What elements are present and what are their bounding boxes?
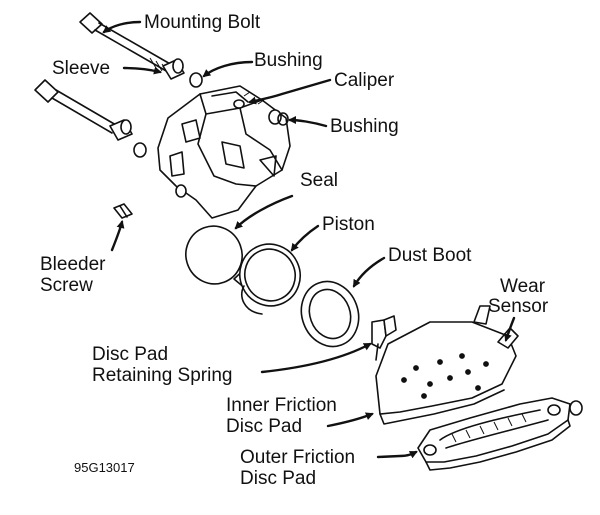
label-bushing-right: Bushing [330, 116, 399, 137]
arrow-mounting-bolt [102, 20, 142, 34]
label-wear-line2: Sensor [488, 296, 549, 317]
arrow-retaining-spring [260, 342, 372, 374]
label-wear-line1: Wear [500, 276, 546, 297]
label-sleeve: Sleeve [52, 58, 111, 79]
bleeder-screw [113, 203, 133, 219]
label-piston: Piston [322, 214, 375, 235]
label-spring-line1: Disc Pad [92, 344, 169, 365]
leader-arrows [102, 20, 516, 459]
label-caliper: Caliper [334, 70, 395, 91]
label-bleeder-line1: Bleeder [40, 254, 106, 275]
label-spring-line2: Retaining Spring [92, 365, 233, 386]
arrow-bushing-right [288, 116, 328, 128]
label-seal: Seal [300, 170, 339, 191]
inner-friction-disc-pad [375, 305, 519, 425]
arrow-seal [234, 194, 294, 230]
label-bleeder-line2: Screw [40, 275, 93, 296]
arrow-dust-boot [352, 256, 386, 288]
arrow-inner-pad [326, 412, 374, 428]
lower-mounting-bolt [34, 79, 117, 134]
arrow-bleeder-screw [110, 220, 125, 252]
arrow-sleeve [122, 66, 162, 75]
lower-sleeve [109, 119, 147, 158]
label-mounting-bolt: Mounting Bolt [144, 12, 261, 33]
outer-friction-disc-pad [417, 397, 583, 471]
label-outer-line1: Outer Friction [240, 447, 356, 468]
figure-id: 95G13017 [74, 460, 135, 475]
caliper-body [157, 85, 291, 219]
piston [233, 243, 301, 315]
arrow-caliper [248, 78, 332, 105]
arrow-piston [290, 224, 320, 252]
seal-ring [185, 225, 243, 285]
label-inner-line2: Disc Pad [226, 416, 303, 437]
label-dust-boot: Dust Boot [388, 245, 472, 266]
retaining-spring [371, 315, 397, 361]
right-bushing [277, 112, 289, 126]
arrow-bushing-top [202, 60, 254, 78]
upper-bushing [189, 72, 203, 88]
label-inner-line1: Inner Friction [226, 395, 337, 416]
arrow-wear-sensor [504, 316, 516, 342]
dust-boot [300, 280, 360, 348]
label-outer-line2: Disc Pad [240, 468, 317, 489]
arrow-outer-pad [376, 450, 418, 459]
label-bushing-top: Bushing [254, 50, 323, 71]
upper-sleeve [162, 58, 185, 80]
